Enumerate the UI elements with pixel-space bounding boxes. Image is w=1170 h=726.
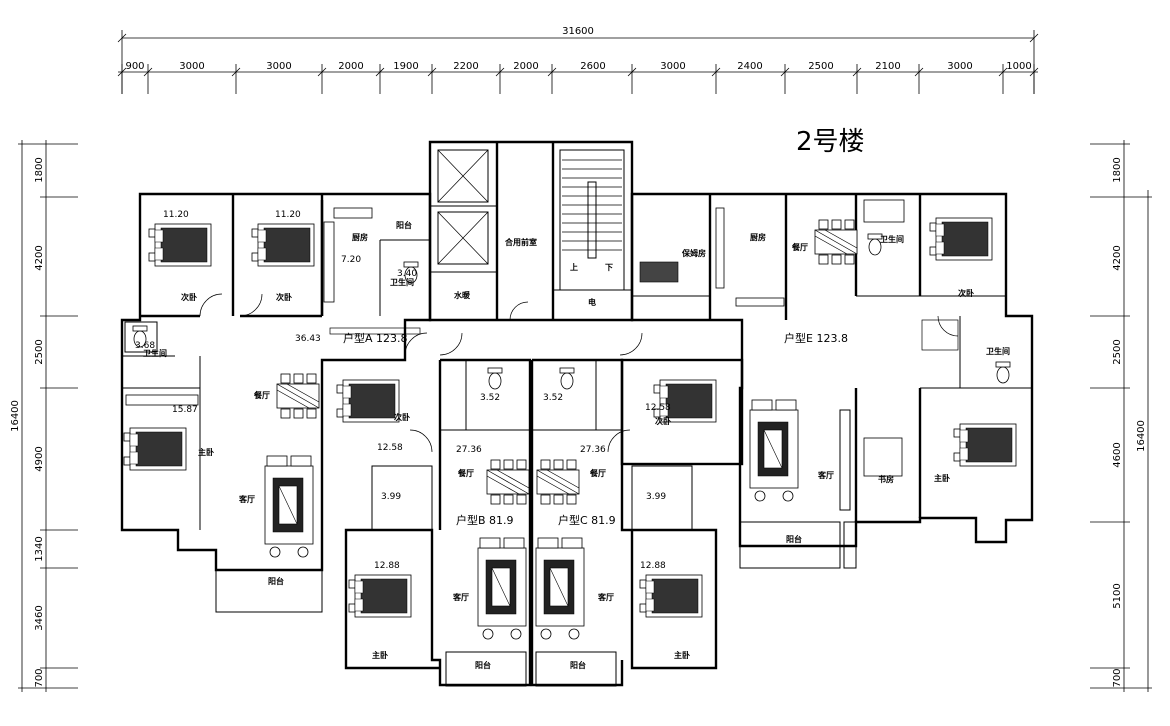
- unit-e: 厨房 保姆房 餐厅 卫生间 次卧 卫生间 客厅 书房 主卧 阳台 户型E 123…: [630, 192, 1034, 569]
- top-dim-10: 2400: [737, 61, 762, 72]
- area-a9: 3.52: [480, 393, 500, 403]
- right-dim-5: 5100: [1112, 583, 1123, 608]
- room-wei-e2: 卫生间: [986, 346, 1010, 356]
- top-dim-6: 2200: [453, 61, 478, 72]
- stair-down: 下: [605, 263, 613, 272]
- room-yangtai-b: 阳台: [475, 660, 491, 670]
- top-dim-8: 2600: [580, 61, 605, 72]
- room-ciwo-e: 次卧: [958, 288, 974, 298]
- room-ciwo-a2: 次卧: [276, 292, 292, 302]
- area-a2: 11.20: [275, 210, 301, 220]
- right-dimension-chain: 1800 4200 2500 4600 5100 700 16400: [1090, 140, 1152, 692]
- room-keting-a: 客厅: [238, 494, 255, 504]
- top-dim-9: 3000: [660, 61, 685, 72]
- area-a10: 3.52: [543, 393, 563, 403]
- area-a1: 11.20: [163, 210, 189, 220]
- area-a11: 12.58: [645, 403, 671, 413]
- right-dim-1: 1800: [1112, 157, 1123, 182]
- area-a12: 27.36: [456, 445, 482, 455]
- right-dim-2: 4200: [1112, 245, 1123, 270]
- unit-a-label: 户型A 123.8: [343, 331, 408, 345]
- room-yangtai-c: 阳台: [570, 660, 586, 670]
- left-dim-1: 1800: [34, 157, 45, 182]
- room-chufang-a: 厨房: [352, 232, 368, 242]
- top-dim-2: 3000: [179, 61, 204, 72]
- area-a8: 12.58: [377, 443, 403, 453]
- left-dim-4: 4900: [34, 446, 45, 471]
- room-shufang-e: 书房: [878, 474, 894, 484]
- room-dian: 电: [588, 297, 596, 307]
- top-dim-4: 2000: [338, 61, 363, 72]
- unit-c: 3.52 27.36 3.99 12.58 12.88 次卧 餐厅 客厅 主卧 …: [530, 358, 744, 687]
- left-dim-6: 3460: [34, 605, 45, 630]
- room-canting-e: 餐厅: [791, 242, 808, 252]
- room-yangtai-a2: 阳台: [268, 576, 284, 586]
- left-dim-2: 4200: [34, 245, 45, 270]
- room-zhuwo-c: 主卧: [674, 650, 690, 660]
- overall-width-label: 31600: [562, 26, 594, 37]
- right-dim-total: 16400: [1136, 420, 1147, 452]
- room-canting-c: 餐厅: [589, 468, 606, 478]
- room-canting-a: 餐厅: [253, 390, 270, 400]
- area-a6: 36.43: [295, 334, 321, 344]
- area-a7: 15.87: [172, 405, 198, 415]
- unit-b-label: 户型B 81.9: [456, 513, 514, 527]
- left-dim-5: 1340: [34, 536, 45, 561]
- right-dim-4: 4600: [1112, 442, 1123, 467]
- room-keting-e: 客厅: [817, 470, 834, 480]
- top-dim-12: 2100: [875, 61, 900, 72]
- room-wei-a2: 卫生间: [143, 348, 167, 358]
- left-dim-3: 2500: [34, 339, 45, 364]
- room-wei-e1: 卫生间: [880, 234, 904, 244]
- area-a16: 12.88: [374, 561, 400, 571]
- room-zhuwo-a: 主卧: [198, 447, 214, 457]
- area-a3: 7.20: [341, 255, 361, 265]
- right-dim-3: 2500: [1112, 339, 1123, 364]
- top-dim-7: 2000: [513, 61, 538, 72]
- room-keting-b: 客厅: [452, 592, 469, 602]
- building-title: 2号楼: [796, 127, 865, 157]
- room-ciwo-a1: 次卧: [181, 292, 197, 302]
- unit-a: 11.20 11.20 7.20 3.40 3.68 36.43 15.87 1…: [120, 192, 432, 613]
- door-swings: [199, 293, 959, 453]
- area-a14: 3.99: [381, 492, 401, 502]
- area-a5: 3.68: [135, 341, 155, 351]
- stair-up: 上: [570, 262, 578, 272]
- room-keting-c: 客厅: [597, 592, 614, 602]
- top-dim-13: 3000: [947, 61, 972, 72]
- right-dim-6: 700: [1112, 668, 1123, 687]
- top-dimension-chain: 900 3000 3000 2000 1900 2200 2000 2600 3…: [117, 61, 1039, 94]
- left-dim-7: 700: [34, 668, 45, 687]
- room-canting-b: 餐厅: [457, 468, 474, 478]
- top-dimension-overall: 31600: [117, 26, 1039, 94]
- room-chufang-e: 厨房: [750, 232, 766, 242]
- room-ciwo-a3: 次卧: [394, 412, 410, 422]
- core: 合用前室 水暖 电 上 下: [428, 140, 634, 322]
- top-dim-14: 1000: [1006, 61, 1031, 72]
- unit-e-label: 户型E 123.8: [784, 331, 848, 345]
- area-a15: 3.99: [646, 492, 666, 502]
- room-shuinuan: 水暖: [453, 290, 471, 300]
- unit-b: 3.52 27.36 3.99 12.88 餐厅 客厅 主卧 阳台 户型B 81…: [344, 358, 532, 687]
- room-hecheng: 合用前室: [504, 237, 537, 247]
- left-dim-total: 16400: [10, 400, 21, 432]
- room-wei-a1: 卫生间: [390, 277, 414, 287]
- room-ciwo-c: 次卧: [655, 416, 671, 426]
- area-a4: 3.40: [397, 269, 417, 279]
- left-dimension-chain: 1800 4200 2500 4900 1340 3460 700 16400: [10, 140, 78, 692]
- area-a17: 12.88: [640, 561, 666, 571]
- unit-c-label: 户型C 81.9: [558, 513, 616, 527]
- room-yangtai-e: 阳台: [786, 534, 802, 544]
- top-dim-5: 1900: [393, 61, 418, 72]
- top-dim-1: 900: [125, 61, 144, 72]
- room-yangtai-a1: 阳台: [396, 220, 412, 230]
- room-zhuwo-e: 主卧: [934, 473, 950, 483]
- top-dim-3: 3000: [266, 61, 291, 72]
- top-dim-11: 2500: [808, 61, 833, 72]
- room-zhuwo-b: 主卧: [372, 650, 388, 660]
- room-baomufang-e: 保姆房: [681, 248, 706, 258]
- area-a13: 27.36: [580, 445, 606, 455]
